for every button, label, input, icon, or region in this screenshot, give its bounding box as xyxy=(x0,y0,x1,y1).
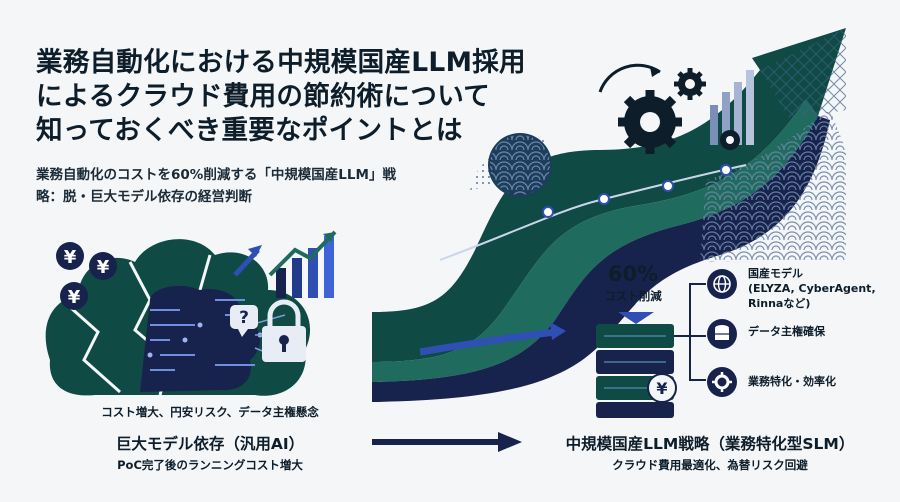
title-line: 業務自動化における中規模国産LLM採用 xyxy=(36,47,526,78)
right-heading: 中規模国産LLM戦略（業務特化型SLM） xyxy=(565,435,855,453)
transition-arrow-lower xyxy=(372,432,522,452)
right-subheading: クラウド費用最適化、為替リスク回避 xyxy=(612,458,808,472)
gear-cluster-icon xyxy=(598,63,740,154)
server-stack-icon: ¥ xyxy=(596,312,677,418)
broken-cloud xyxy=(45,239,311,396)
transition-arrow-upper xyxy=(419,322,566,356)
feature-domestic-model: 国産モデル (ELYZA, CyberAgent, Rinnaなど) xyxy=(748,266,876,311)
feature-label: 国産モデル xyxy=(748,267,803,280)
yen-icon: ¥ xyxy=(68,287,81,308)
left-heading: 巨大モデル依存（汎用AI） xyxy=(115,435,305,453)
title-line: によるクラウド費用の節約術について xyxy=(36,81,491,112)
feature-label: 業務特化・効率化 xyxy=(748,375,836,388)
feature-connectors xyxy=(674,283,706,381)
title-line: 知っておくべき重要なポイントとは xyxy=(36,115,463,146)
yen-coins: ¥ ¥ ¥ xyxy=(56,242,117,310)
growth-arrow xyxy=(372,28,846,402)
svg-text:?: ? xyxy=(239,308,249,328)
page-title: 業務自動化における中規模国産LLM採用 によるクラウド費用の節約術について 知っ… xyxy=(36,46,526,148)
left-subheading: PoC完了後のランニングコスト増大 xyxy=(117,458,303,472)
yen-icon: ¥ xyxy=(64,247,77,268)
feature-data-sovereignty: データ主権確保 xyxy=(748,324,825,339)
gear-icon xyxy=(707,367,737,397)
feature-detail: Rinnaなど) xyxy=(748,297,811,310)
cost-reduction-label: コスト削減 xyxy=(604,289,662,303)
feature-detail: (ELYZA, CyberAgent, xyxy=(748,282,876,295)
page-subtitle: 業務自動化のコストを60%削減する「中規模国産LLM」戦 略：脱・巨大モデル依存… xyxy=(36,164,396,208)
cost-reduction-percent: 60% xyxy=(607,262,659,286)
yen-icon: ¥ xyxy=(97,257,110,278)
rising-cost-chart-icon xyxy=(233,230,337,298)
lock-icon xyxy=(262,299,306,362)
question-bubble-icon: ? xyxy=(230,305,258,337)
feature-label: データ主権確保 xyxy=(748,325,825,338)
subtitle-line: 略：脱・巨大モデル依存の経営判断 xyxy=(36,189,252,205)
yen-icon: ¥ xyxy=(656,379,667,398)
left-risk-caption: コスト増大、円安リスク、データ主権懸念 xyxy=(101,405,319,419)
subtitle-line: 業務自動化のコストを60%削減する「中規模国産LLM」戦 xyxy=(36,167,396,183)
feature-specialization: 業務特化・効率化 xyxy=(748,374,836,389)
